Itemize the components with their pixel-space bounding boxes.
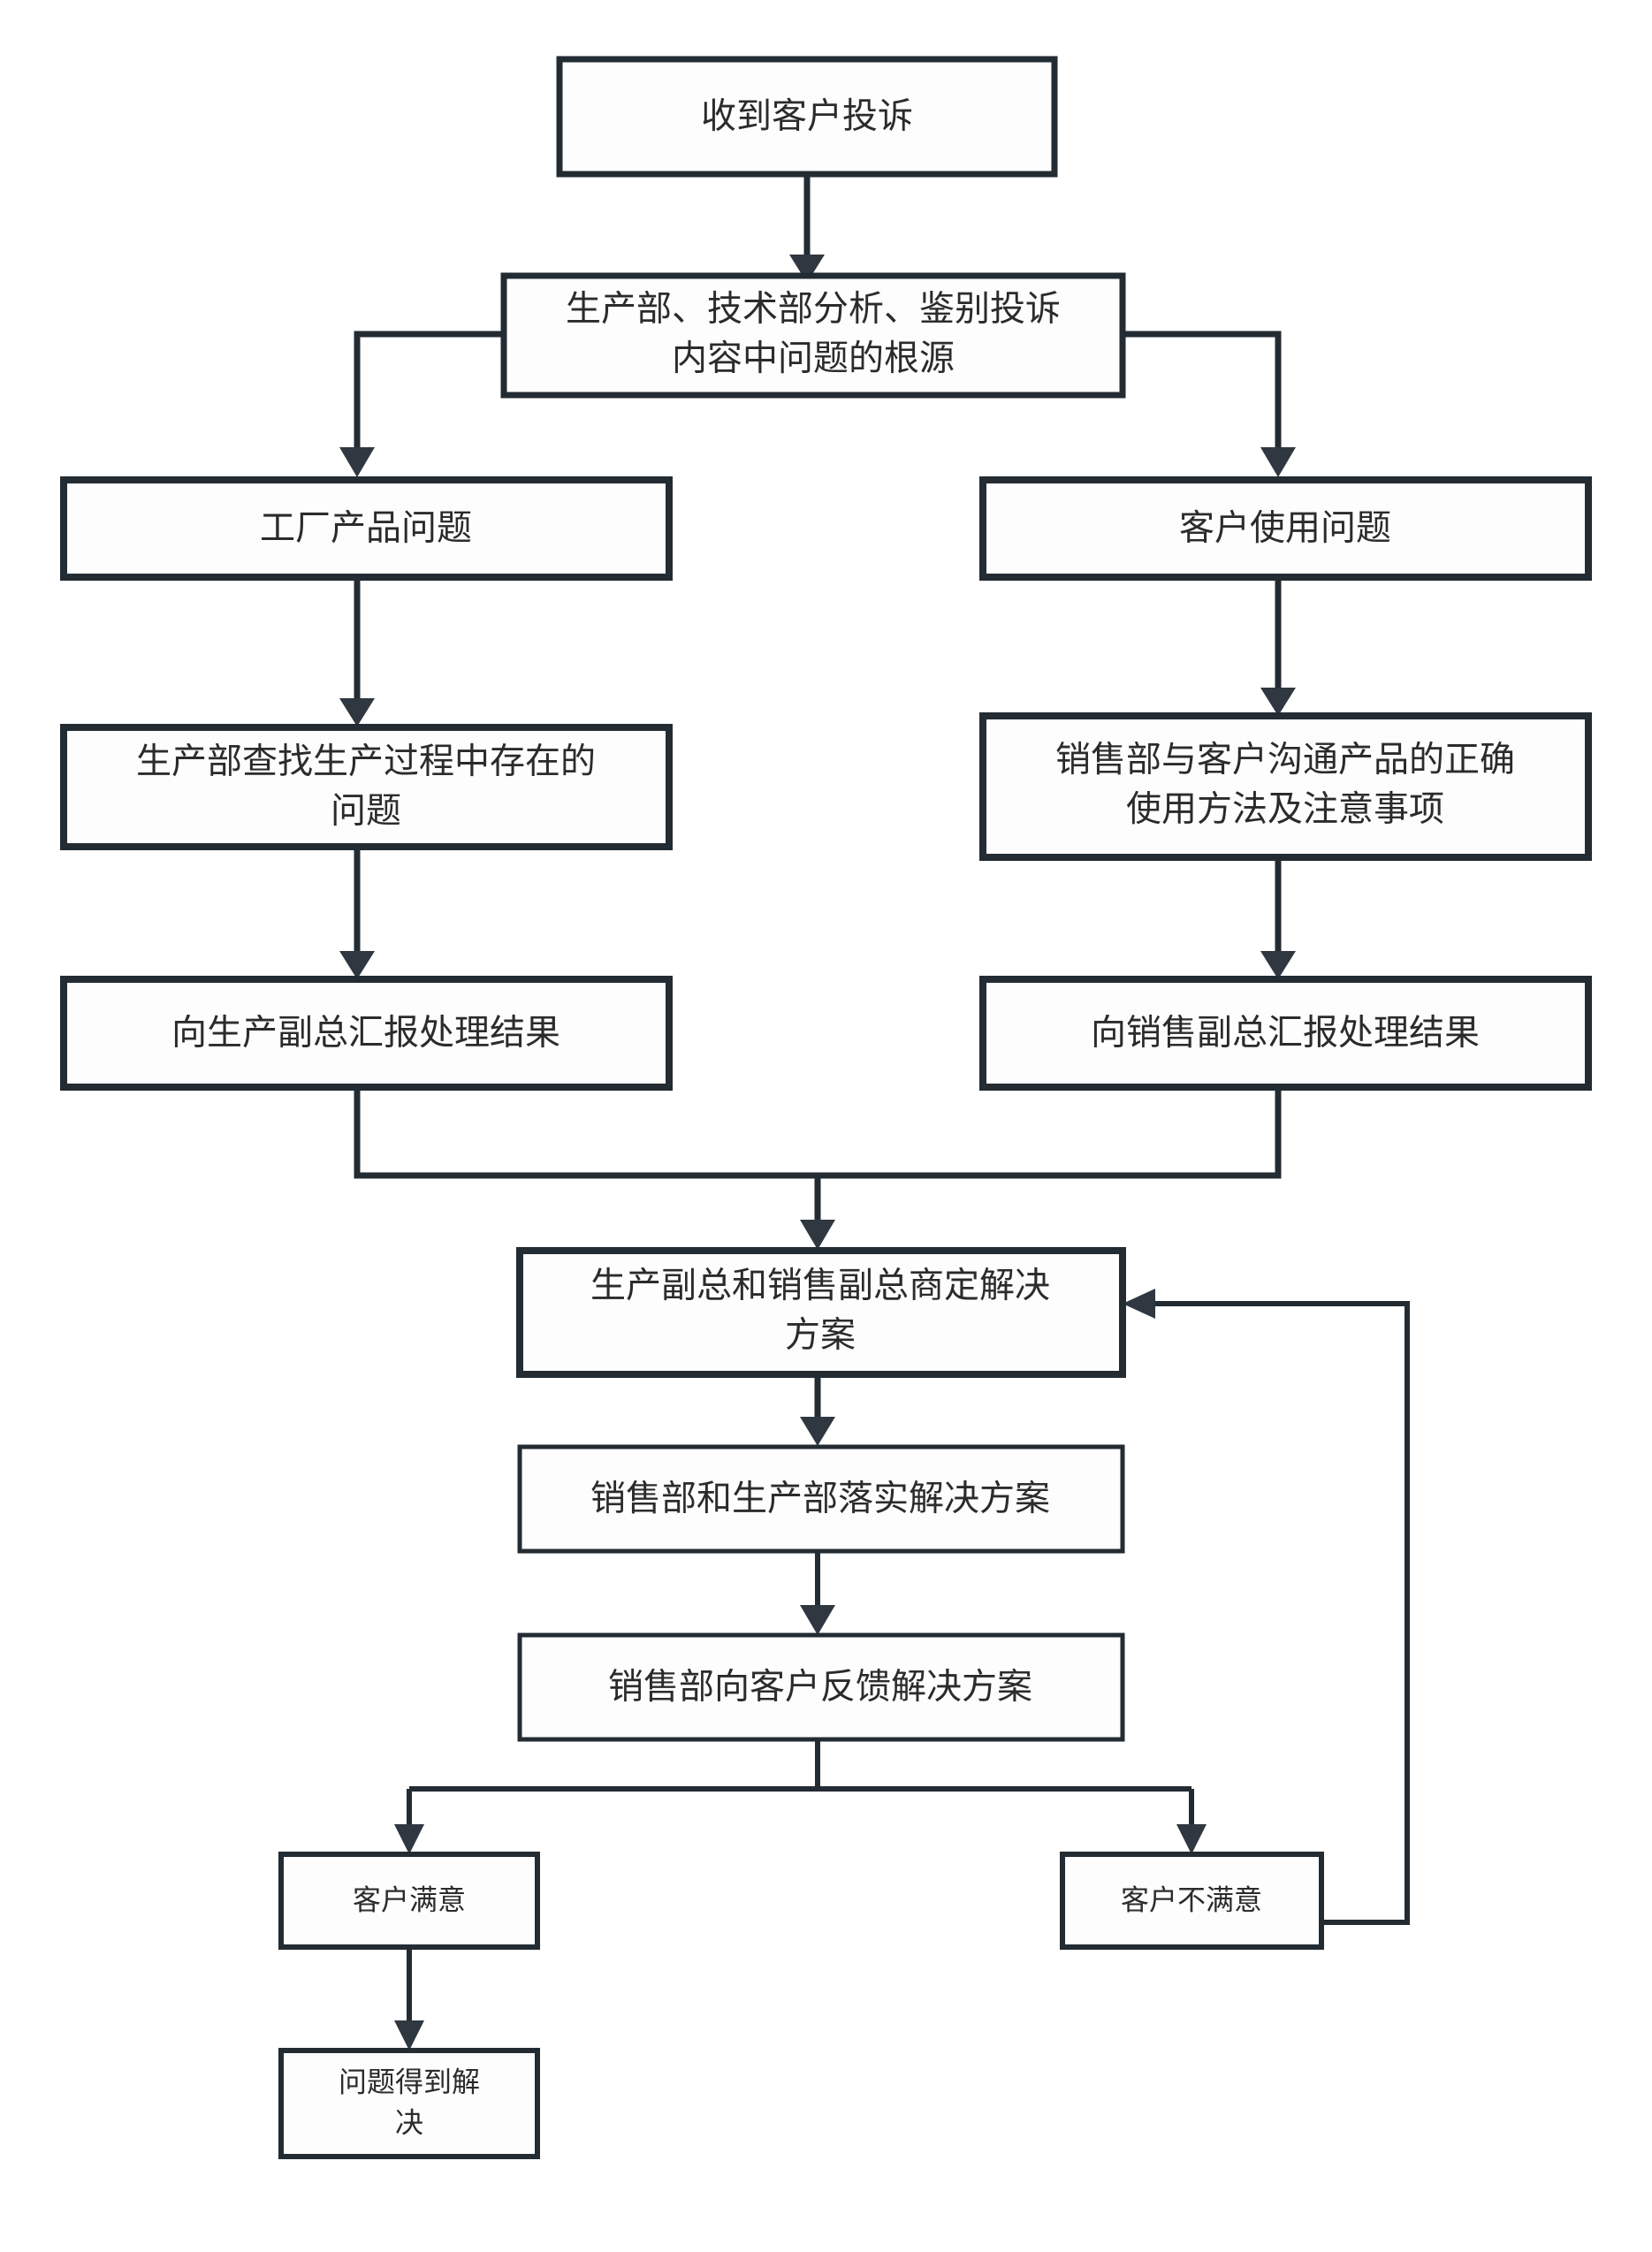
connector-n10-n11 (800, 1551, 835, 1635)
node-label-line2: 方案 (785, 1316, 856, 1355)
node-label-line2: 决 (395, 2106, 423, 2138)
node-label: 销售部和生产部落实解决方案 (590, 1480, 1050, 1518)
node-receive-complaint[interactable]: 收到客户投诉 (556, 56, 1058, 178)
node-label: 向销售副总汇报处理结果 (1091, 1014, 1480, 1053)
node-label: 客户不满意 (1121, 1883, 1262, 1915)
connector-feedback-n13-n9 (1123, 1289, 1410, 1925)
node-label-line1: 问题得到解 (339, 2066, 480, 2097)
node-report-production-vp[interactable]: 向生产副总汇报处理结果 (60, 976, 673, 1091)
connector-n12-n14 (394, 1947, 424, 2050)
connector-n4-n6 (1260, 577, 1296, 716)
node-departments-implement-solution[interactable]: 销售部和生产部落实解决方案 (517, 1444, 1125, 1554)
node-production-find-issue[interactable]: 生产部查找生产过程中存在的 问题 (60, 724, 673, 850)
connector-n6-n8 (1260, 857, 1296, 979)
node-label-line2: 使用方法及注意事项 (1126, 790, 1444, 829)
node-customer-satisfied[interactable]: 客户满意 (278, 1852, 540, 1950)
node-vps-agree-solution[interactable]: 生产副总和销售副总商定解决 方案 (516, 1247, 1126, 1378)
node-report-sales-vp[interactable]: 向销售副总汇报处理结果 (979, 976, 1592, 1091)
connector-n2-n3 (339, 331, 504, 477)
node-label-line2: 内容中问题的根源 (672, 339, 955, 378)
node-label: 销售部向客户反馈解决方案 (608, 1668, 1032, 1707)
node-problem-resolved[interactable]: 问题得到解 决 (278, 2048, 540, 2159)
connector-split-n11 (394, 1739, 1207, 1854)
node-sales-communicate-usage[interactable]: 销售部与客户沟通产品的正确 使用方法及注意事项 (979, 712, 1592, 861)
node-label-line2: 问题 (331, 792, 401, 831)
node-label-line1: 生产部查找生产过程中存在的 (136, 742, 596, 781)
node-factory-product-issue[interactable]: 工厂产品问题 (60, 476, 673, 581)
connector-n1-n2 (789, 174, 825, 283)
node-label: 工厂产品问题 (260, 509, 472, 548)
connector-n5-n7 (339, 847, 375, 979)
node-sales-feedback-solution[interactable]: 销售部向客户反馈解决方案 (517, 1632, 1125, 1742)
node-customer-not-satisfied[interactable]: 客户不满意 (1060, 1852, 1324, 1950)
node-analyze-root-cause[interactable]: 生产部、技术部分析、鉴别投诉 内容中问题的根源 (500, 272, 1126, 399)
connector-merge-to-n9 (354, 1087, 1282, 1250)
node-label-line1: 生产部、技术部分析、鉴别投诉 (566, 290, 1061, 329)
node-label-line1: 生产副总和销售副总商定解决 (590, 1267, 1050, 1305)
node-label: 收到客户投诉 (701, 97, 913, 136)
node-label: 向生产副总汇报处理结果 (171, 1014, 560, 1053)
connectors-layer (339, 174, 1410, 2050)
connector-n9-n10 (800, 1374, 835, 1446)
connector-n2-n4 (1123, 331, 1296, 477)
connector-n3-n5 (339, 577, 375, 727)
node-customer-usage-issue[interactable]: 客户使用问题 (979, 476, 1592, 581)
node-label: 客户使用问题 (1179, 509, 1391, 548)
node-label-line1: 销售部与客户沟通产品的正确 (1055, 741, 1515, 780)
node-label: 客户满意 (353, 1883, 466, 1915)
